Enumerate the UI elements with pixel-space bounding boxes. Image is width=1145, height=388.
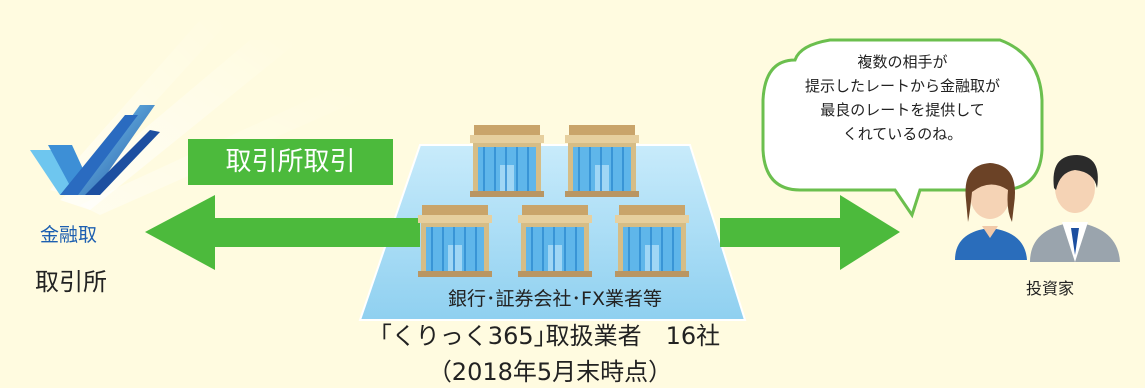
- speech-line: くれているのね。: [842, 125, 963, 143]
- bank-building-icon: [565, 125, 639, 197]
- bank-building-icon: [518, 205, 592, 277]
- speech-text: 複数の相手が 提示したレートから金融取が 最良のレートを提供して くれているのね…: [765, 50, 1040, 146]
- arrow-label: 取引所取引: [225, 147, 356, 177]
- speech-line: 最良のレートを提供して: [820, 101, 985, 119]
- left-arrow: [145, 195, 420, 270]
- arrow-label-box: [188, 139, 393, 185]
- investor-man-icon: [1030, 155, 1120, 262]
- investor-label: 投資家: [1025, 279, 1074, 298]
- right-arrow: [720, 195, 900, 270]
- speech-line: 提示したレートから金融取が: [804, 77, 1000, 95]
- exchange-label: 取引所: [35, 268, 107, 296]
- speech-line: 複数の相手が: [857, 53, 948, 71]
- exchange-logo-text: 金融取: [40, 224, 98, 246]
- bank-building-icon: [470, 125, 544, 197]
- investor-woman-icon: [955, 163, 1027, 260]
- platform-label: 銀行･証券会社･FX業者等: [448, 288, 662, 310]
- bank-building-icon: [615, 205, 689, 277]
- dealer-caption-line1: ｢くりっく365｣取扱業者 16社: [379, 322, 721, 350]
- bank-building-icon: [418, 205, 492, 277]
- exchange-logo-icon: [30, 105, 160, 195]
- dealer-caption-line2: （2018年5月末時点）: [427, 358, 673, 386]
